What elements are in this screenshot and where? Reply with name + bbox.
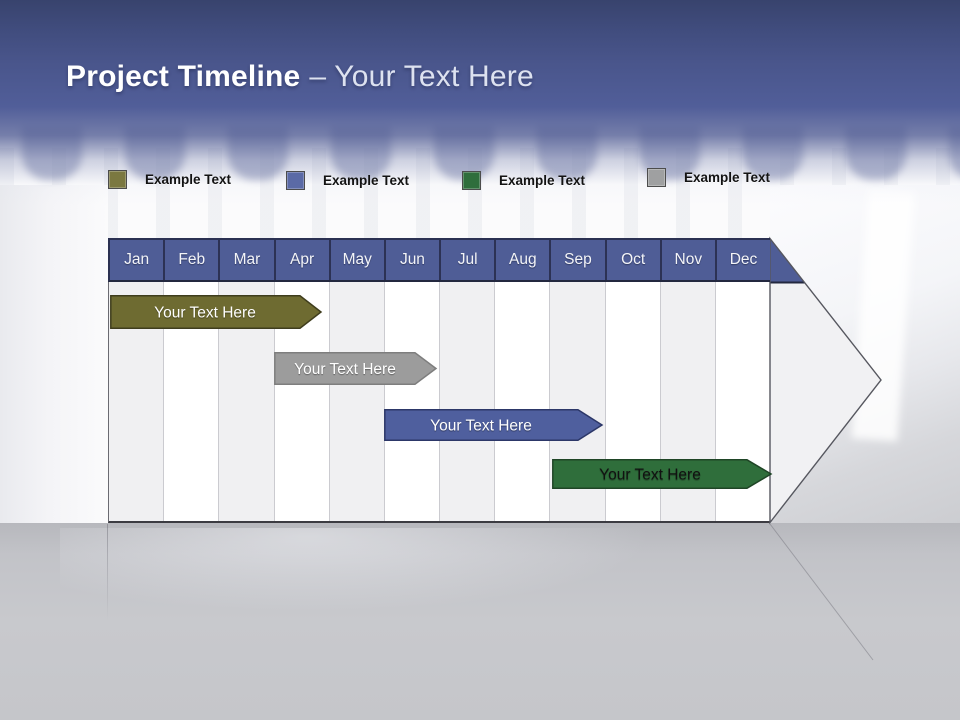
legend-item-1: Example Text	[108, 170, 231, 189]
arrow-bar-shape	[552, 459, 773, 489]
timeline-bar-green: Your Text Here	[552, 459, 773, 489]
legend-label: Example Text	[323, 173, 410, 188]
month-label: Mar	[233, 251, 261, 268]
month-cell: May	[331, 240, 386, 280]
legend-label: Example Text	[145, 172, 232, 187]
month-label: Apr	[290, 251, 315, 268]
timeline-column	[440, 282, 496, 521]
month-cell: Jul	[441, 240, 497, 280]
floor-glow	[60, 528, 680, 618]
header-background	[0, 0, 960, 205]
month-label: Oct	[621, 251, 646, 268]
legend-swatch-olive	[108, 170, 127, 189]
legend-item-3: Example Text	[462, 171, 585, 190]
background-left-strip	[0, 185, 108, 524]
arrow-bar-shape	[110, 295, 323, 329]
title-sub: – Your Text Here	[309, 60, 534, 93]
timeline-bar-gray: Your Text Here	[274, 352, 438, 385]
timeline-bar-olive: Your Text Here	[110, 295, 323, 329]
legend-swatch-blue	[286, 171, 305, 190]
month-cell: Dec	[717, 240, 770, 280]
month-label: Dec	[729, 251, 758, 268]
timeline-arrowhead	[769, 236, 882, 525]
month-label: Sep	[564, 251, 592, 268]
arrow-bar-shape	[384, 409, 604, 441]
arrow-bar-shape	[274, 352, 438, 385]
bar-label: Your Text Here	[294, 361, 396, 378]
timeline-column	[329, 282, 385, 521]
month-cell: Oct	[607, 240, 662, 280]
legend-label: Example Text	[684, 170, 771, 185]
bar-label: Your Text Here	[154, 305, 256, 322]
reflection-left-edge	[107, 524, 108, 620]
month-cell: Jan	[110, 240, 166, 280]
reflection-diagonal	[769, 523, 874, 661]
month-header-band: Jan Feb Mar Apr May Jun Jul Aug Sep Oct …	[108, 238, 770, 282]
month-cell: Nov	[662, 240, 717, 280]
bar-label: Your Text Here	[430, 418, 532, 435]
month-cell: Sep	[551, 240, 607, 280]
timeline-column	[495, 282, 551, 521]
month-cell: Apr	[276, 240, 331, 280]
title-main: Project Timeline	[66, 60, 301, 93]
month-label: Jul	[457, 251, 478, 268]
month-label: Nov	[674, 251, 703, 268]
month-cell: Jun	[386, 240, 442, 280]
month-label: Jun	[399, 251, 425, 268]
legend-item-2: Example Text	[286, 171, 409, 190]
legend-item-4: Example Text	[647, 168, 770, 187]
month-cell: Mar	[220, 240, 276, 280]
month-label: Aug	[508, 251, 537, 268]
arrowhead-outline	[769, 236, 882, 525]
month-label: Feb	[178, 251, 206, 268]
legend-swatch-green	[462, 171, 481, 190]
legend-swatch-gray	[647, 168, 666, 187]
month-label: Jan	[124, 251, 150, 268]
timeline-bar-blue: Your Text Here	[384, 409, 604, 441]
month-label: May	[342, 251, 372, 268]
month-cell: Feb	[165, 240, 221, 280]
page-title: Project Timeline– Your Text Here	[66, 60, 534, 94]
timeline-column	[384, 282, 441, 521]
bar-label: Your Text Here	[599, 467, 701, 484]
legend-label: Example Text	[499, 173, 586, 188]
month-cell: Aug	[496, 240, 552, 280]
arrowhead-shape	[770, 238, 881, 523]
